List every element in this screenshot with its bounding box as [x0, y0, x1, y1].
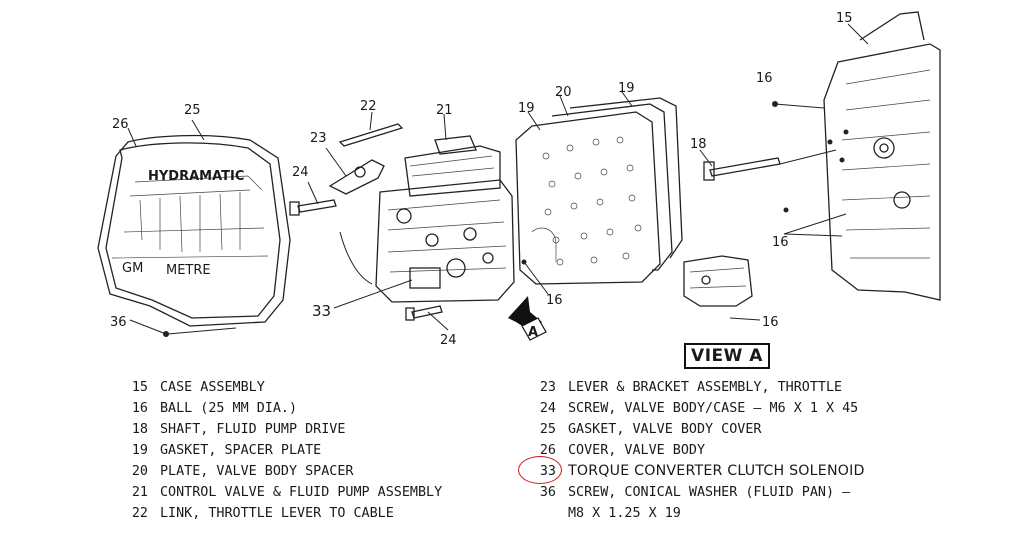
case-assembly [823, 11, 941, 301]
legend-num: 18 [131, 422, 148, 437]
cover-gm-text: GM [122, 261, 143, 276]
tcc-solenoid [339, 231, 441, 289]
view-a-detail [683, 255, 753, 307]
callout-16-right: 16 [772, 235, 789, 250]
legend-text: SCREW, CONICAL WASHER (FLUID PAN) – [568, 485, 851, 500]
legend-num: 21 [131, 485, 148, 500]
legend-item: 23 LEVER & BRACKET ASSEMBLY, THROTTLE [526, 377, 865, 398]
legend-num: 15 [131, 380, 148, 395]
legend-text: SCREW, VALVE BODY/CASE – M6 X 1 X 45 [568, 401, 859, 416]
legend-num: 20 [131, 464, 148, 479]
callout-19-left: 19 [518, 101, 535, 116]
legend-item: 24 SCREW, VALVE BODY/CASE – M6 X 1 X 45 [526, 398, 865, 419]
legend-text: LEVER & BRACKET ASSEMBLY, THROTTLE [568, 380, 843, 395]
cover-metric-text: METRE [166, 263, 211, 278]
legend-num: 25 [539, 422, 556, 437]
control-valve-body [375, 135, 515, 303]
legend-item-continuation: M8 X 1.25 X 19 [526, 503, 865, 524]
legend-text: BALL (25 MM DIA.) [160, 401, 298, 416]
view-a-label: VIEW A [684, 343, 770, 369]
legend-item: 26 COVER, VALVE BODY [526, 440, 865, 461]
cover-brand-text: HYDRAMATIC [148, 169, 244, 184]
callout-33: 33 [312, 302, 331, 320]
callout-24-top: 24 [292, 165, 309, 180]
check-balls [521, 101, 849, 265]
callout-15: 15 [836, 11, 853, 26]
callout-24-bottom: 24 [440, 333, 457, 348]
fluid-pump-shaft [703, 157, 781, 181]
view-a-arrow-label: A [528, 325, 538, 340]
legend-item: 19 GASKET, SPACER PLATE [118, 440, 442, 461]
view-a-arrow: A [508, 296, 547, 341]
legend-item: 20 PLATE, VALVE BODY SPACER [118, 461, 442, 482]
legend-item: 18 SHAFT, FLUID PUMP DRIVE [118, 419, 442, 440]
legend-num: 16 [131, 401, 148, 416]
callout-16-mid: 16 [546, 293, 563, 308]
legend-text: GASKET, SPACER PLATE [160, 443, 322, 458]
legend-num: 36 [539, 485, 556, 500]
callout-16-top: 16 [756, 71, 773, 86]
callout-21: 21 [436, 103, 453, 118]
legend-text: M8 X 1.25 X 19 [568, 506, 681, 521]
callout-23: 23 [310, 131, 327, 146]
legend-num: 22 [131, 506, 148, 521]
spacer-plate-and-gaskets [515, 97, 683, 285]
legend-text: TORQUE CONVERTER CLUTCH SOLENOID [568, 463, 865, 479]
callout-18: 18 [690, 137, 707, 152]
legend-text: SHAFT, FLUID PUMP DRIVE [160, 422, 346, 437]
legend-text: LINK, THROTTLE LEVER TO CABLE [160, 506, 394, 521]
highlight-circle [518, 456, 562, 484]
callout-20: 20 [555, 85, 572, 100]
throttle-link-and-lever [328, 123, 404, 195]
legend-item: 22 LINK, THROTTLE LEVER TO CABLE [118, 503, 442, 524]
legend-text: CONTROL VALVE & FLUID PUMP ASSEMBLY [160, 485, 443, 500]
legend-item: 25 GASKET, VALVE BODY COVER [526, 419, 865, 440]
legend-text: CASE ASSEMBLY [160, 380, 265, 395]
callout-36: 36 [110, 315, 127, 330]
legend-text: PLATE, VALVE BODY SPACER [160, 464, 354, 479]
legend-num: 23 [539, 380, 556, 395]
legend-text: GASKET, VALVE BODY COVER [568, 422, 762, 437]
legend-item: 21 CONTROL VALVE & FLUID PUMP ASSEMBLY [118, 482, 442, 503]
callout-22: 22 [360, 99, 377, 114]
callout-25: 25 [184, 103, 201, 118]
valve-body-cover: HYDRAMATIC GM METRE [97, 134, 291, 327]
legend-item: 36 SCREW, CONICAL WASHER (FLUID PAN) – [526, 482, 865, 503]
callout-19-right: 19 [618, 81, 635, 96]
legend-item: 15 CASE ASSEMBLY [118, 377, 442, 398]
legend-left: 15 CASE ASSEMBLY 16 BALL (25 MM DIA.) 18 SH… [118, 377, 442, 524]
legend-text: COVER, VALVE BODY [568, 443, 706, 458]
exploded-diagram: HYDRAMATIC GM METRE [97, 11, 941, 348]
legend-num: 19 [131, 443, 148, 458]
leader-lines [127, 23, 869, 335]
legend-num: 24 [539, 401, 556, 416]
legend-num: 26 [539, 443, 556, 458]
legend-item: 16 BALL (25 MM DIA.) [118, 398, 442, 419]
callout-26: 26 [112, 117, 129, 132]
callout-16-view-a: 16 [762, 315, 779, 330]
